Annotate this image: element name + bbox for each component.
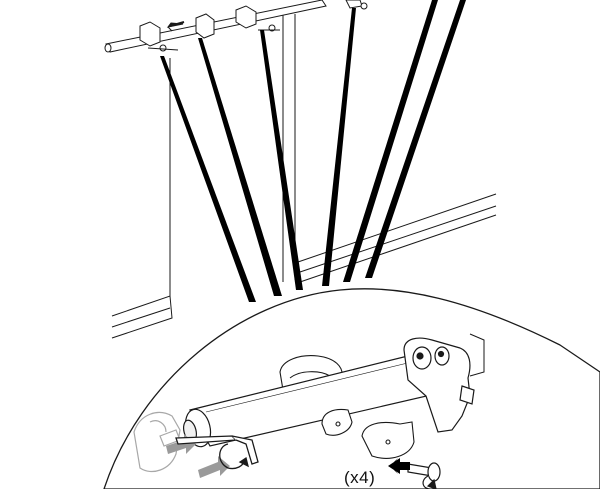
quantity-label: (x4) <box>344 468 376 487</box>
mounting-bracket-icon <box>403 337 475 433</box>
direction-arrow-icon <box>166 21 185 32</box>
end-cap <box>133 411 181 473</box>
clip-parts <box>321 408 415 459</box>
wall-outline <box>111 14 497 339</box>
direction-arrow-icon <box>388 458 410 474</box>
curtain-rod-icon <box>104 0 368 53</box>
detail-contents <box>133 333 485 489</box>
tension-cable-icon <box>160 0 466 302</box>
hex-key-icon <box>175 435 259 470</box>
